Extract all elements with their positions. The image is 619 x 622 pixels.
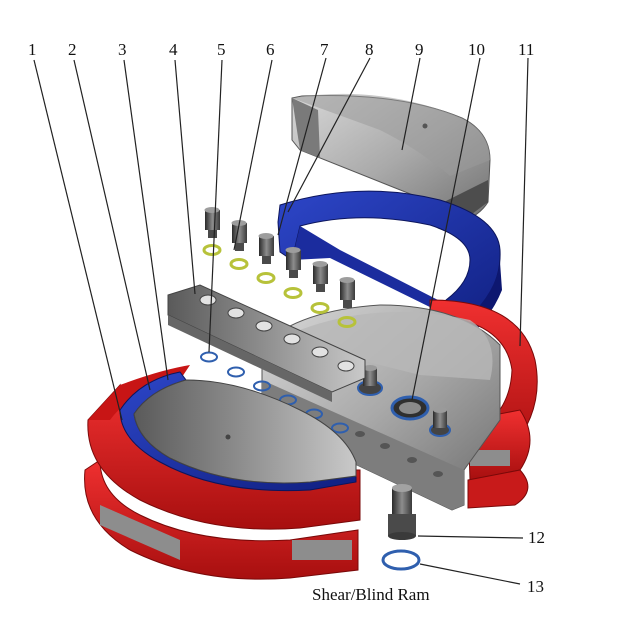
screw-5	[312, 261, 328, 292]
bolt-block-left	[363, 365, 377, 386]
bar-holes	[199, 294, 355, 372]
washers-part-6	[202, 244, 357, 328]
bolt-block-right	[433, 407, 447, 428]
screw-4	[285, 247, 301, 278]
figure-caption: Shear/Blind Ram	[312, 585, 430, 604]
screw-1	[204, 207, 220, 238]
callout-4: 4	[169, 40, 178, 59]
callout-11: 11	[518, 40, 534, 59]
o-ring-part-13	[381, 549, 421, 571]
callout-12: 12	[528, 528, 545, 547]
callout-1: 1	[28, 40, 37, 59]
screw-3	[258, 233, 274, 264]
left-top-plate-part-3	[133, 379, 357, 484]
callout-2: 2	[68, 40, 77, 59]
callout-10: 10	[468, 40, 485, 59]
callout-9: 9	[415, 40, 424, 59]
callout-5: 5	[217, 40, 226, 59]
screw-6	[339, 277, 355, 308]
retainer-bar-part-4	[167, 284, 366, 402]
bolt-part-12	[388, 484, 416, 540]
callout-labels: 1 2 3 4 5 6 7 8 9 10 11 12 13	[28, 40, 545, 596]
callout-6: 6	[266, 40, 275, 59]
callout-13: 13	[527, 577, 544, 596]
callout-7: 7	[320, 40, 329, 59]
bore-row	[355, 380, 451, 477]
leader-lines	[33, 57, 529, 585]
callout-3: 3	[118, 40, 127, 59]
callout-8: 8	[365, 40, 374, 59]
